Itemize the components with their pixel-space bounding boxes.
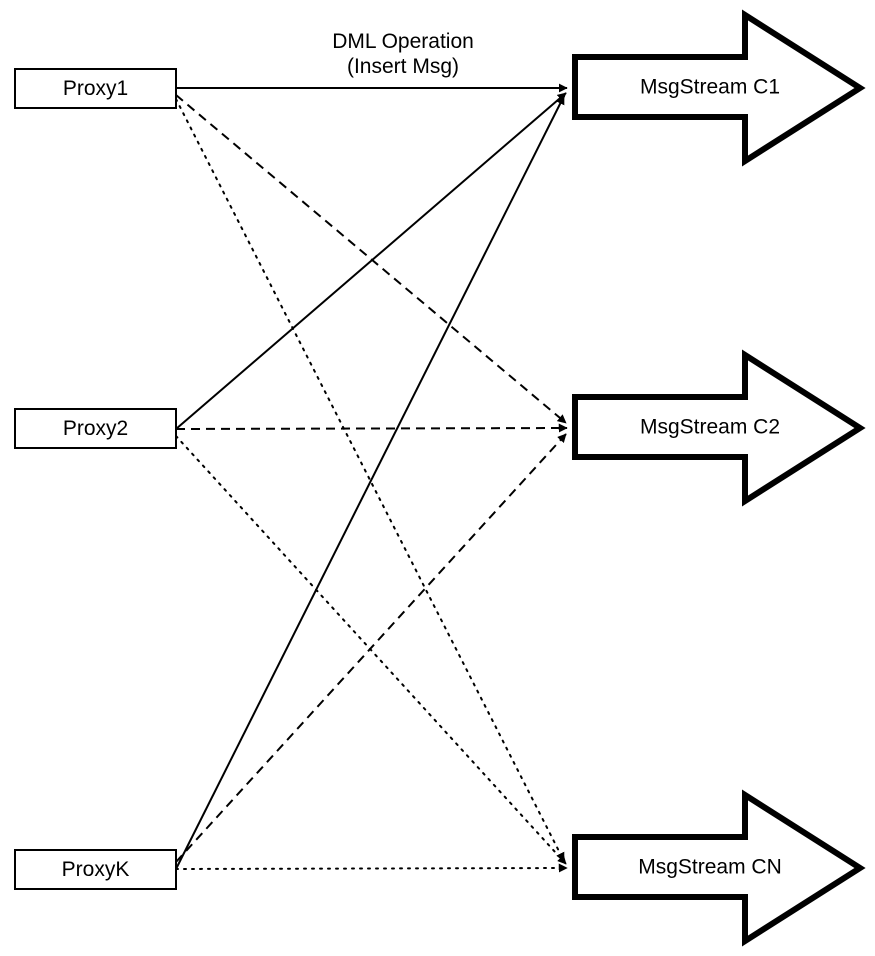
stream-arrow-streamC2[interactable]	[572, 349, 866, 507]
edge-proxy2-to-streamCN	[175, 435, 567, 865]
stream-label-streamC2: MsgStream C2	[640, 416, 780, 439]
proxy-node-proxyK[interactable]: ProxyK	[14, 849, 177, 890]
edge-caption-line2: (Insert Msg)	[347, 55, 459, 78]
stream-arrow-streamC1[interactable]	[572, 9, 866, 167]
proxy-box-proxyK[interactable]	[14, 849, 177, 890]
edge-proxy1-to-streamCN	[175, 98, 565, 862]
proxy-label-proxy2: Proxy2	[63, 417, 128, 440]
edge-proxy2-to-streamC1	[175, 92, 567, 430]
proxy-node-proxy1[interactable]: Proxy1	[14, 68, 177, 109]
proxy-node-proxy2[interactable]: Proxy2	[14, 408, 177, 449]
edge-proxy2-to-streamC2	[175, 423, 568, 433]
stream-node-streamCN[interactable]: MsgStream CN	[572, 789, 866, 947]
proxy-label-proxy1: Proxy1	[63, 77, 128, 100]
stream-node-streamC2[interactable]: MsgStream C2	[572, 349, 866, 507]
stream-arrow-streamCN[interactable]	[572, 789, 866, 947]
edge-proxyK-to-streamCN	[175, 863, 568, 873]
stream-label-streamCN: MsgStream CN	[638, 856, 782, 879]
edge-proxy1-to-streamC2	[175, 94, 567, 424]
edge-proxyK-to-streamC1	[175, 95, 565, 870]
edge-proxyK-to-streamC2	[175, 433, 567, 863]
edge-layer	[175, 83, 568, 873]
stream-node-streamC1[interactable]: MsgStream C1	[572, 9, 866, 167]
edge-caption: DML Operation (Insert Msg)	[332, 30, 474, 78]
edge-caption-line1: DML Operation	[332, 30, 474, 53]
proxy-box-proxy2[interactable]	[14, 408, 177, 449]
proxy-box-proxy1[interactable]	[14, 68, 177, 109]
proxy-label-proxyK: ProxyK	[62, 858, 130, 881]
stream-label-streamC1: MsgStream C1	[640, 76, 780, 99]
